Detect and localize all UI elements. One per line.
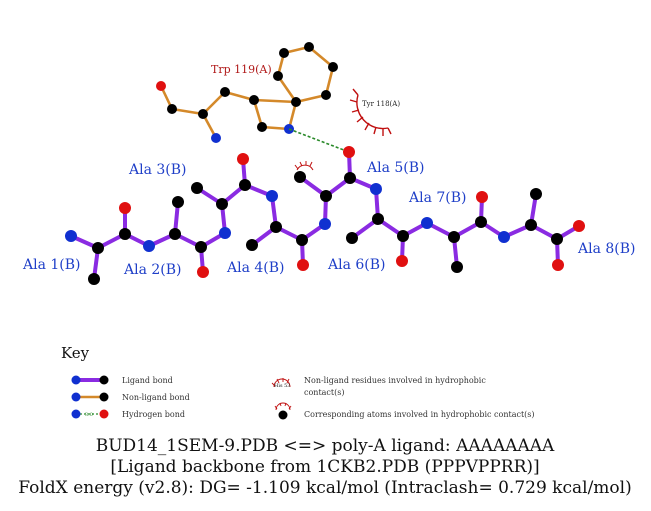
caption-line-1: BUD14_1SEM-9.PDB <=> poly-A ligand: AAAA… (96, 436, 555, 456)
residue-label-ala5: Ala 5(B) (366, 160, 425, 176)
residue-label-ala4: Ala 4(B) (226, 260, 285, 276)
residue-label-ala3: Ala 3(B) (128, 162, 187, 178)
caption-line-3: FoldX energy (v2.8): DG= -1.109 kcal/mol… (18, 478, 631, 498)
residue-label-ala1: Ala 1(B) (22, 257, 81, 273)
key-hydrophobic-line2: contact(s) (304, 388, 344, 397)
key-hbond-length: 3.0 (85, 412, 93, 418)
key-nonligand-bond-label: Non-ligand bond (122, 393, 190, 402)
key-corresponding-label: Corresponding atoms involved in hydropho… (304, 410, 535, 419)
tyr118-hydrophobic-arc (349, 88, 392, 136)
hydrogen-bond-line (288, 128, 350, 153)
key-legend: Key Ligand bond Non-ligand bond 3.0 Hydr… (61, 344, 535, 420)
caption-line-2: [Ligand backbone from 1CKB2.PDB (PPPVPPR… (110, 457, 539, 477)
key-ligand-bond-label: Ligand bond (122, 376, 173, 385)
trp119-residue (159, 45, 335, 139)
trp119-atoms (156, 42, 338, 143)
ala5-hydrophobic-marker (294, 161, 314, 171)
key-title: Key (61, 344, 90, 362)
key-hbond-label: Hydrogen bond (122, 410, 185, 419)
residue-label-ala2: Ala 2(B) (123, 262, 182, 278)
key-hydrophobic-example: His 53 (274, 383, 290, 389)
residue-label-ala7: Ala 7(B) (408, 190, 467, 206)
trp119-label: Trp 119(A) (211, 63, 272, 76)
ligand-atoms (65, 146, 585, 285)
key-hydrophobic-line1: Non-ligand residues involved in hydropho… (304, 376, 486, 385)
residue-label-ala8: Ala 8(B) (577, 241, 636, 257)
tyr118-label: Tyr 118(A) (362, 100, 400, 108)
residue-label-ala6: Ala 6(B) (327, 257, 386, 273)
